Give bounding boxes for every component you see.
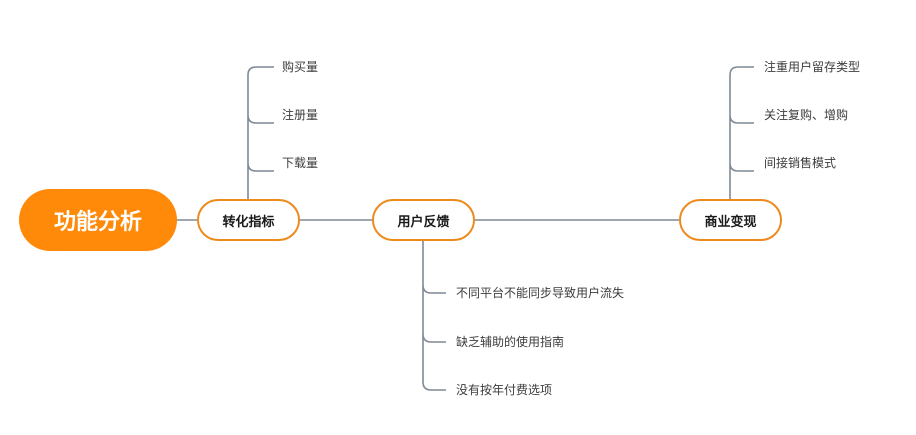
leaf-node[interactable]: 没有按年付费选项 <box>456 383 553 397</box>
leaf-node[interactable]: 注册量 <box>282 108 319 122</box>
branch-label: 用户反馈 <box>397 214 450 230</box>
connector-branch3-children <box>729 66 754 199</box>
leaf-node[interactable]: 注重用户留存类型 <box>764 60 861 74</box>
branch-node-conversion[interactable]: 转化指标 <box>197 199 300 241</box>
leaf-node[interactable]: 缺乏辅助的使用指南 <box>456 335 565 349</box>
branch-node-monetization[interactable]: 商业变现 <box>679 199 782 241</box>
leaf-node[interactable]: 下载量 <box>282 156 319 170</box>
root-node[interactable]: 功能分析 <box>19 189 177 251</box>
connector-branch2-children <box>422 241 446 391</box>
leaf-node[interactable]: 不同平台不能同步导致用户流失 <box>456 286 625 300</box>
leaf-node[interactable]: 关注复购、增购 <box>764 108 849 122</box>
leaf-node[interactable]: 购买量 <box>282 60 319 74</box>
connector-branch1-children <box>247 66 274 199</box>
root-label: 功能分析 <box>53 210 142 235</box>
branch-label: 转化指标 <box>222 214 275 230</box>
branch-label: 商业变现 <box>704 214 757 230</box>
branch-node-feedback[interactable]: 用户反馈 <box>372 199 475 241</box>
leaf-node[interactable]: 间接销售模式 <box>764 156 837 170</box>
